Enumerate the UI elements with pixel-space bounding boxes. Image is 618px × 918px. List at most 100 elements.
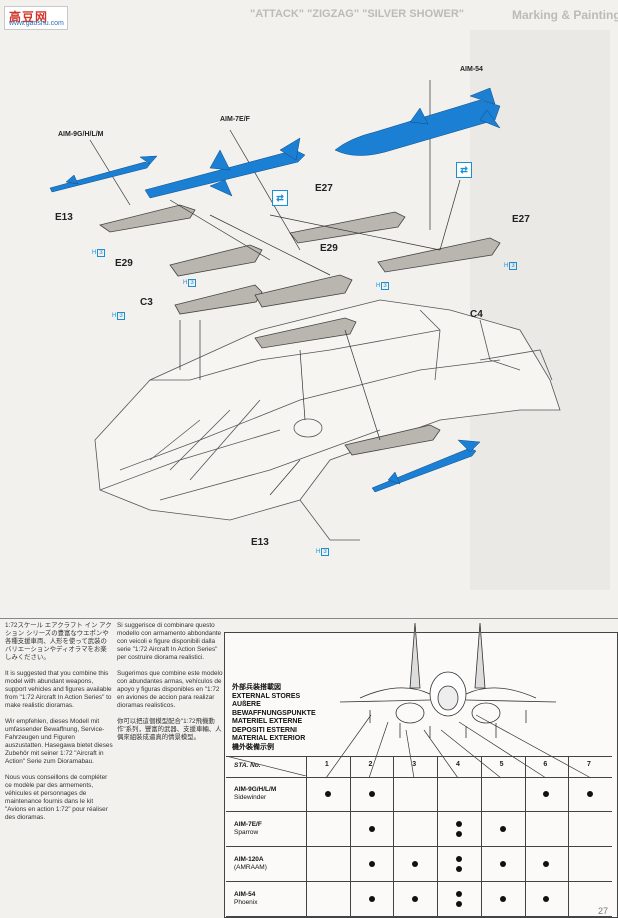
station-number: 1 [324, 761, 329, 768]
text-it: Si suggerisce di combinare questo modell… [117, 622, 222, 661]
missiles [49, 87, 501, 493]
station-leader-lines [325, 714, 592, 779]
text-column-middle: Si suggerisce di combinare questo modell… [117, 622, 225, 750]
stores-title-de: AUßERE [232, 701, 261, 708]
stores-column-divider [437, 756, 439, 916]
stores-title-jp: 外部兵装搭載図 [232, 684, 281, 691]
stores-title: 外部兵装搭載図 EXTERNAL STORES AUßERE BEWAFFNUN… [232, 684, 362, 752]
missile-aim54 [334, 87, 501, 156]
stores-header-row [226, 756, 612, 778]
text-de: Wir empfehlen, dieses Modell mit umfasse… [5, 718, 113, 765]
store-dot [368, 895, 375, 902]
stores-column-divider [393, 756, 395, 916]
swap-arrow-icon: ⇄ [272, 190, 288, 206]
missile-aim9-top [49, 155, 158, 193]
swap-arrow-icon: ⇄ [456, 162, 472, 178]
logo-url: www.gaoshu.com [9, 20, 64, 27]
stores-column-divider [480, 756, 482, 916]
missile-aim7 [144, 137, 306, 199]
store-dot [543, 860, 550, 867]
store-dot [412, 895, 419, 902]
ghost-header-mid: "ATTACK" "ZIGZAG" "SILVER SHOWER" [250, 8, 465, 20]
store-dot [368, 860, 375, 867]
external-stores-panel [224, 632, 618, 918]
store-dot [324, 790, 331, 797]
weapons-assembly-diagram [49, 80, 561, 541]
store-dot [455, 865, 462, 872]
text-column-left: 1:72スケール エアクラフト イン アクション シリーズの豊富なウエポンや各種… [5, 622, 113, 830]
part-label-c3: C3 [140, 297, 153, 308]
stores-title-fr: MATERIEL EXTERNE [232, 718, 303, 725]
store-dot [368, 790, 375, 797]
store-dot [499, 860, 506, 867]
pylon-c3 [174, 284, 263, 315]
station-number: 7 [587, 761, 591, 768]
missile-aim9-bottom [371, 439, 481, 493]
store-dot [412, 860, 419, 867]
stores-title-it: DEPOSITI ESTERNI [232, 726, 297, 734]
stores-column-divider [524, 756, 526, 916]
store-dot [368, 825, 375, 832]
ghost-header-right: Marking & Painting [512, 8, 618, 22]
stores-row [226, 776, 612, 812]
part-label-e13-top: E13 [55, 212, 73, 223]
text-fr: Nous vous conseillons de compléter ce mo… [5, 774, 108, 821]
label-aim9: AIM-9G/H/L/M [58, 131, 104, 138]
stores-column-divider [306, 756, 307, 916]
store-dot [543, 895, 550, 902]
text-en: It is suggested that you combine this mo… [5, 670, 112, 709]
store-dot [543, 790, 550, 797]
pylon-e27-right [377, 237, 501, 273]
store-dot [499, 825, 506, 832]
sta-label: STA. No. [234, 762, 261, 769]
text-jp: 1:72スケール エアクラフト イン アクション シリーズの豊富なウエポンや各種… [5, 622, 112, 661]
part-label-c4: C4 [470, 309, 483, 320]
leader-lines [89, 80, 461, 496]
stores-title-en: EXTERNAL STORES [232, 692, 301, 700]
stores-row [226, 846, 612, 882]
store-dot [455, 890, 462, 897]
store-dot [455, 820, 462, 827]
station-number: 5 [499, 761, 504, 768]
station-number: 6 [543, 761, 548, 768]
section-divider [0, 618, 618, 619]
part-label-e27-right: E27 [512, 214, 530, 225]
stores-title-es: MATERIAL EXTERIOR [232, 735, 306, 742]
pylons [99, 204, 501, 456]
store-dot [587, 790, 594, 797]
store-dot [455, 900, 462, 907]
stores-title-de2: BEWAFFNUNGSPUNKTE [232, 709, 316, 717]
stores-title-zh: 機外裝備示例 [232, 743, 274, 751]
page-number: 27 [598, 906, 609, 916]
station-number: 3 [412, 761, 417, 768]
stores-column-divider [568, 756, 570, 916]
pylon-e29-left [169, 244, 263, 277]
stores-row [226, 811, 612, 847]
part-label-e29-left: E29 [115, 258, 133, 269]
aircraft-front-view [340, 622, 557, 738]
logo-text: 高豆网 [9, 10, 49, 24]
sta-diagonal [226, 756, 306, 776]
pylon-e13-bottom [344, 424, 441, 456]
pylon-e13-top [99, 204, 196, 233]
part-label-e13-bottom: E13 [251, 537, 269, 548]
store-dot [455, 855, 462, 862]
stores-row-label: AIM-120A(AMRAAM) [234, 856, 267, 871]
pylon-e29-right [254, 274, 353, 308]
part-label-e29-right: E29 [320, 243, 338, 254]
aircraft-fuselage [94, 299, 561, 541]
part-label-e27-left: E27 [315, 183, 333, 194]
label-aim7: AIM-7E/F [220, 116, 250, 123]
pylon-e27-left [289, 211, 406, 244]
label-aim54: AIM-54 [460, 66, 483, 73]
